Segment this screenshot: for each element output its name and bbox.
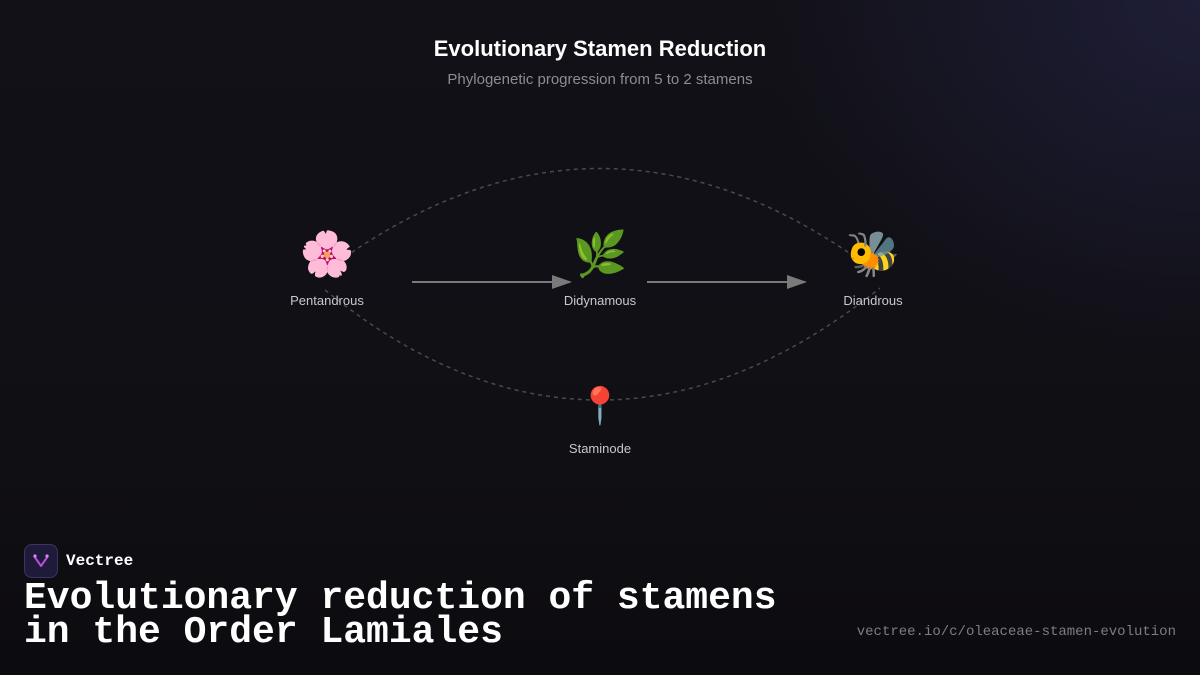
vectree-logo-icon: [24, 544, 58, 578]
source-url[interactable]: vectree.io/c/oleaceae-stamen-evolution: [856, 624, 1176, 640]
brand[interactable]: Vectree: [24, 544, 133, 578]
node-label: Pentandrous: [290, 293, 364, 308]
diagram-title: Evolutionary Stamen Reduction: [433, 36, 767, 61]
bee-icon: 🐝: [845, 229, 901, 280]
cherry-blossom-icon: 🌸: [299, 229, 355, 280]
brand-name: Vectree: [66, 552, 134, 570]
node-label: Diandrous: [843, 293, 903, 308]
herb-icon: 🌿: [572, 229, 628, 280]
node-label: Didynamous: [563, 293, 637, 308]
diagram-header: Evolutionary Stamen Reduction Phylogenet…: [0, 34, 1200, 90]
pushpin-icon: 📍: [577, 386, 623, 427]
node-staminode: 📍 Staminode: [530, 385, 670, 457]
node-pentandrous: 🌸 Pentandrous: [257, 229, 397, 309]
upper-dashed-arc: [344, 167, 856, 258]
page-caption: Evolutionary reduction of stamens in the…: [24, 577, 777, 654]
node-label: Staminode: [568, 441, 632, 456]
node-didynamous: 🌿 Didynamous: [530, 229, 670, 309]
node-diandrous: 🐝 Diandrous: [803, 229, 943, 309]
diagram-subtitle: Phylogenetic progression from 5 to 2 sta…: [447, 71, 753, 88]
